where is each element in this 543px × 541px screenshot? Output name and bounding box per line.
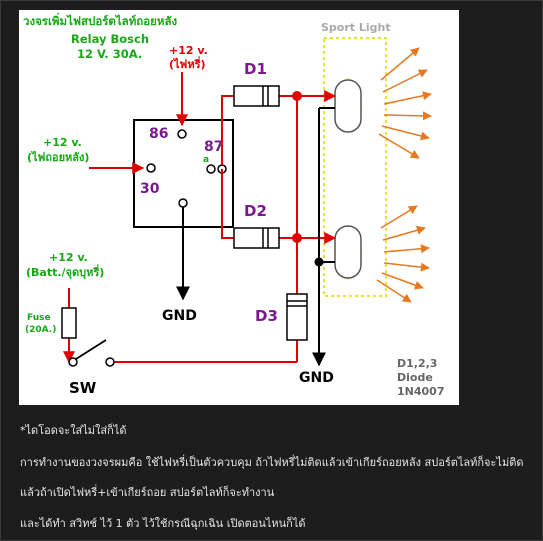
pin-85-terminal [178,198,188,208]
sport-lamp-bottom [334,225,362,280]
d1-label: D1 [244,60,267,78]
battery-voltage-label: +12 v. [49,251,88,264]
diode-spec-line2: Diode [397,371,433,384]
diode-d2 [233,227,280,249]
relay-gnd-label: GND [162,308,197,324]
caption-line-2: การทำงานของวงจรผมคือ ใช้ไฟหรี่เป็นตัวควบ… [20,456,524,469]
battery-source-label: (Batt./จุดบุหรี่) [26,264,104,280]
pin-86-label: 86 [149,126,168,142]
ground-junction [314,257,324,267]
caption-line-3: แล้วถ้าเปิดไฟหรี่+เข้าเกียร์ถอย สปอร์ตไล… [20,486,275,499]
light-rays-bottom [376,205,430,303]
fuse [61,307,77,339]
caption-line-4: และได้ทำ สวิทช์ ไว้ 1 ตัว ไว้ใช้กรณีฉุกเ… [20,517,306,530]
switch [68,339,115,367]
headlight-voltage-label: +12 v. [169,44,208,57]
diode-d3 [286,293,308,341]
junction-d2 [292,233,302,243]
diagram-title: วงจรเพิ่มไฟสปอร์ตไลท์ถอยหลัง [23,12,178,28]
sport-light-label: Sport Light [321,21,391,34]
pin-87a-terminal [206,164,216,174]
diode-d1 [233,85,280,107]
diode-spec-line1: D1,2,3 [397,357,437,370]
wiring-diagram: วงจรเพิ่มไฟสปอร์ตไลท์ถอยหลัง Relay Bosch… [19,10,459,405]
diode-spec-line3: 1N4007 [397,385,444,398]
caption-line-1: *ไดโอดจะใส่ไม่ใส่ก็ได้ [20,424,127,437]
reverse-source-label: (ไฟถอยหลัง) [27,150,89,164]
pin-86-terminal [177,129,187,139]
pin-87a-label: a [203,155,209,165]
d3-label: D3 [255,307,278,325]
pin-30-label: 30 [140,181,160,197]
red-wiring [63,72,337,364]
light-rays-top [378,47,432,159]
pin-30-terminal [146,163,156,173]
fuse-label: Fuse [27,313,51,323]
fuse-rating-label: (20A.) [25,325,56,335]
lamp-gnd-label: GND [299,370,334,386]
ground-wiring [176,107,335,367]
switch-label: SW [69,379,97,397]
wiring-diagram-canvas: วงจรเพิ่มไฟสปอร์ตไลท์ถอยหลัง Relay Bosch… [23,12,444,398]
relay-rating-label: 12 V. 30A. [77,47,142,61]
sport-lamp-top [334,78,362,133]
relay-model-label: Relay Bosch [71,32,149,46]
d2-label: D2 [244,202,267,220]
pin-87-label: 87 [204,139,223,155]
headlight-source-label: (ไฟหรี่) [169,56,206,71]
reverse-voltage-label: +12 v. [43,136,82,149]
junction-d1 [292,91,302,101]
sport-light-enclosure [323,37,387,297]
